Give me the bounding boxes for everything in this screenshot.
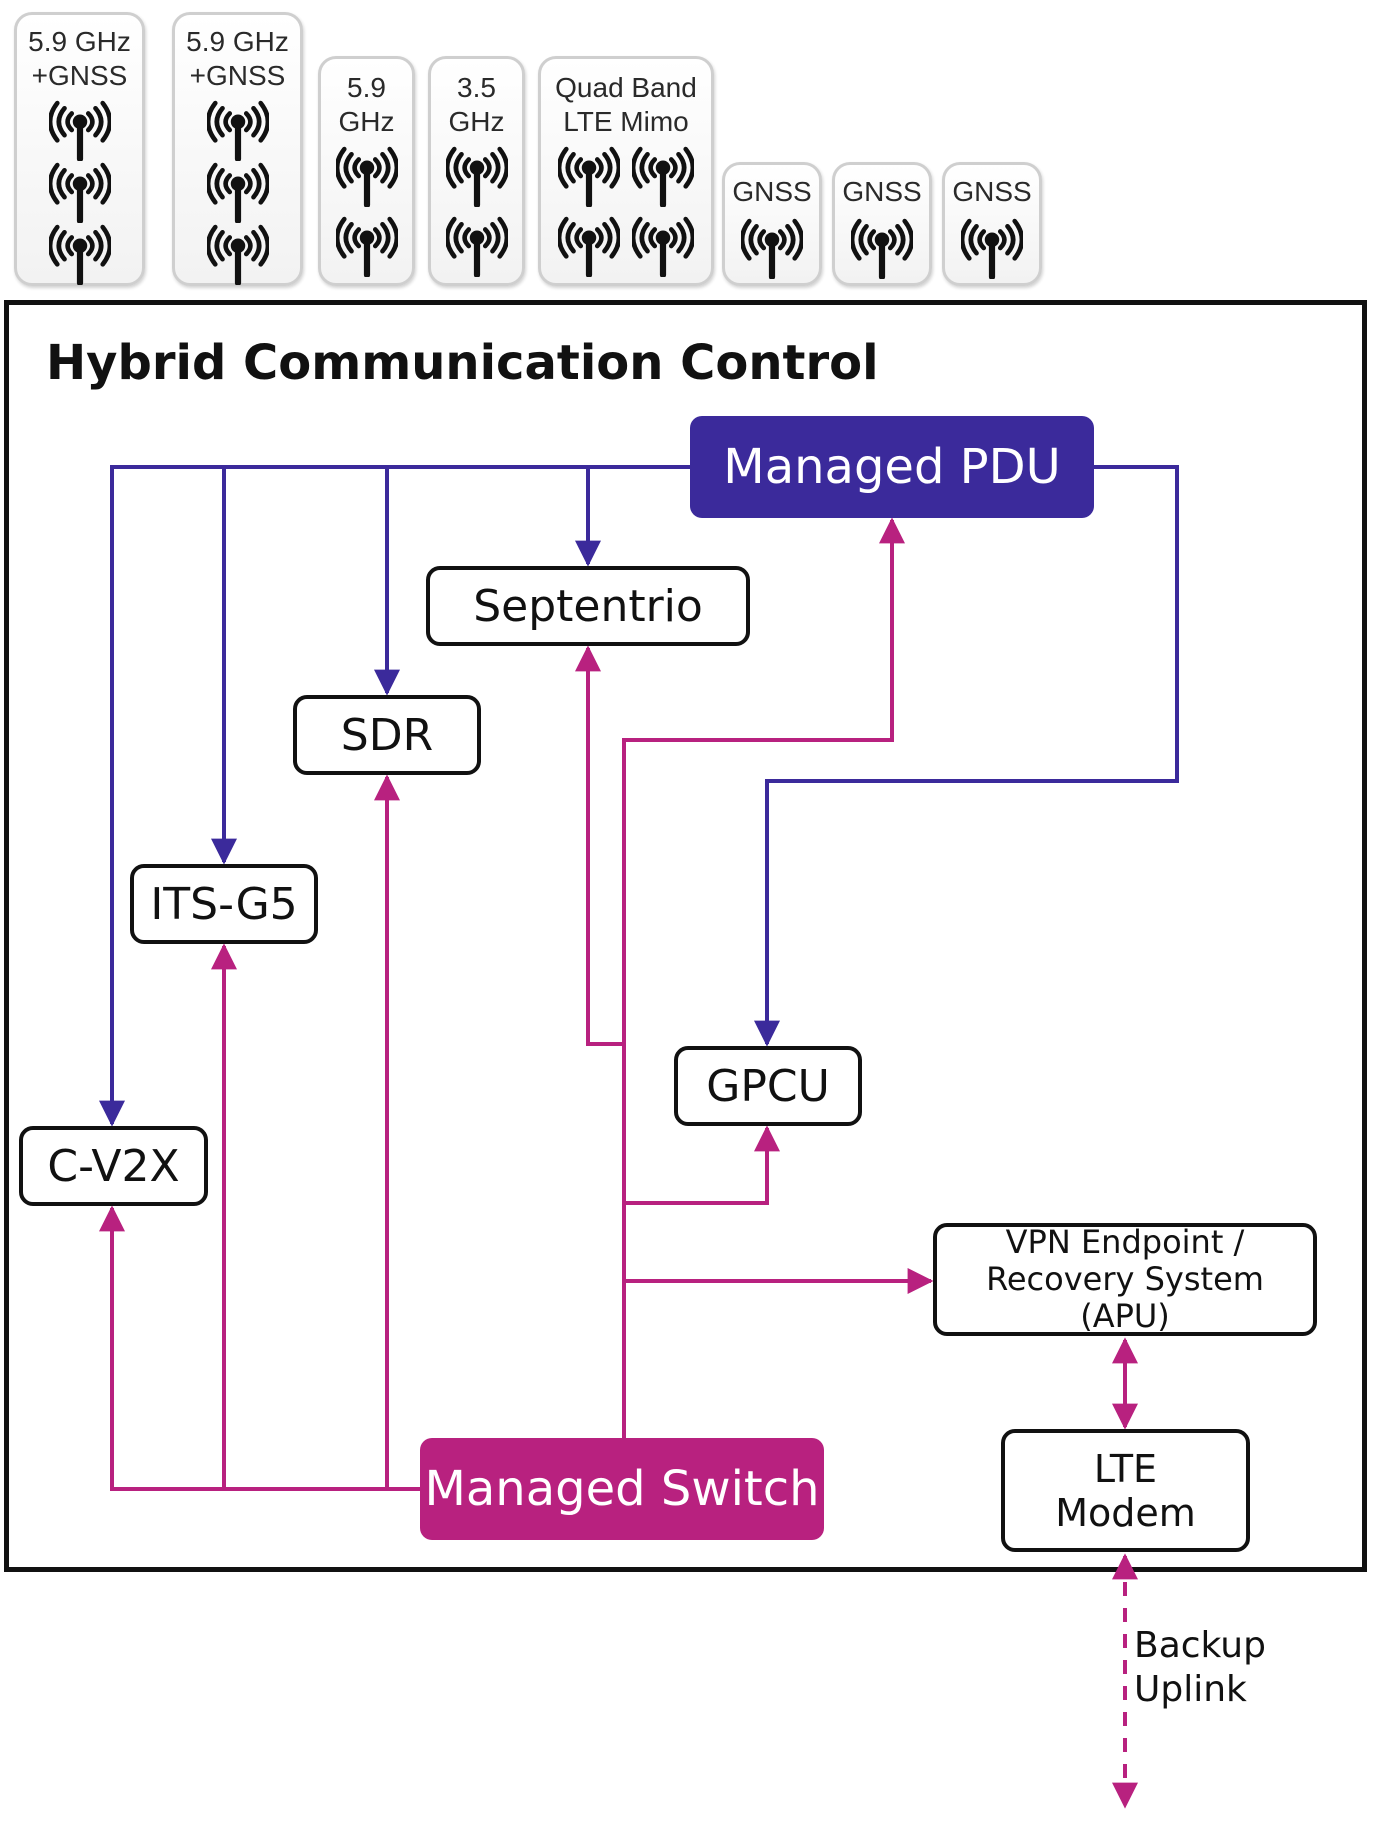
- antenna-icon: [959, 217, 1025, 283]
- antenna-icon: [556, 215, 622, 281]
- antenna-icon: [630, 145, 696, 211]
- antenna-card: Quad Band LTE Mimo: [538, 56, 714, 286]
- sdr-node: SDR: [293, 695, 481, 775]
- antenna-card: 5.9 GHz +GNSS: [14, 12, 145, 289]
- vpn-endpoint-node: VPN Endpoint / Recovery System (APU): [933, 1223, 1317, 1336]
- antenna-icon: [739, 217, 805, 283]
- antenna-card: 5.9 GHz +GNSS: [172, 12, 303, 289]
- network-link-10: [624, 1125, 780, 1205]
- lte-modem-node: LTE Modem: [1001, 1429, 1250, 1552]
- antenna-icon: [47, 223, 112, 289]
- power-link-4: [754, 465, 1179, 1047]
- antenna-card-label: GNSS: [732, 176, 812, 207]
- septentrio-node: Septentrio: [426, 566, 750, 646]
- its-g5-node: ITS-G5: [130, 864, 318, 944]
- diagram-title: Hybrid Communication Control: [46, 335, 879, 391]
- antenna-icon: [630, 215, 696, 281]
- antenna-card-label: 5.9 GHz: [338, 72, 395, 137]
- antenna-card: 3.5 GHz: [428, 56, 525, 286]
- antenna-icon: [47, 99, 112, 165]
- managed-switch-node: Managed Switch: [420, 1438, 824, 1540]
- antenna-icon: [334, 145, 399, 211]
- antenna-card-label: Quad Band LTE Mimo: [555, 72, 697, 137]
- antenna-icon: [444, 215, 509, 281]
- antenna-icon: [205, 161, 270, 227]
- antenna-card-label: GNSS: [952, 176, 1032, 207]
- network-link-9: [622, 517, 905, 1200]
- antenna-card: GNSS: [722, 162, 822, 286]
- antenna-icon: [334, 215, 399, 281]
- antenna-icon: [556, 145, 622, 211]
- antenna-card-label: 5.9 GHz +GNSS: [186, 26, 289, 91]
- antenna-card: 5.9 GHz: [318, 56, 415, 286]
- antenna-icon: [849, 217, 915, 283]
- antenna-card: GNSS: [832, 162, 932, 286]
- gpcu-node: GPCU: [674, 1046, 862, 1126]
- antenna-card-label: 5.9 GHz +GNSS: [28, 26, 131, 91]
- c-v2x-node: C-V2X: [19, 1126, 208, 1206]
- backup-uplink-label: Backup Uplink: [1134, 1625, 1266, 1710]
- antenna-icon: [205, 223, 270, 289]
- managed-pdu-node: Managed PDU: [690, 416, 1094, 518]
- antenna-icon: [444, 145, 509, 211]
- antenna-icon: [205, 99, 270, 165]
- antenna-card-label: 3.5 GHz: [448, 72, 505, 137]
- system-frame: [4, 300, 1367, 1572]
- antenna-icon: [47, 161, 112, 227]
- network-link-5: [99, 1205, 420, 1491]
- antenna-card-label: GNSS: [842, 176, 922, 207]
- power-link-0: [99, 465, 690, 1127]
- antenna-card: GNSS: [942, 162, 1042, 286]
- network-link-8: [575, 645, 626, 1438]
